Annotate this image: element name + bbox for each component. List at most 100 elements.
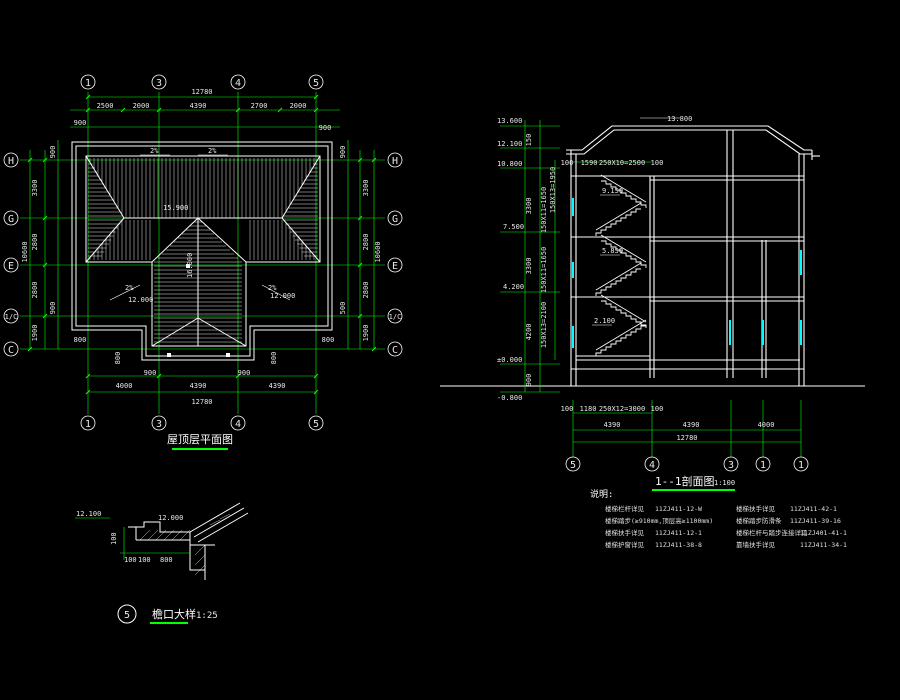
dim-text: 100 <box>110 532 118 545</box>
axis-label: 1 <box>85 78 91 89</box>
elevation-label: 13.600 <box>497 117 522 125</box>
elevation-label: 12.000 <box>128 296 153 304</box>
dim-text: 900 <box>319 124 332 132</box>
dim-text: 10600 <box>374 241 382 262</box>
axis-label: 1 <box>85 419 91 430</box>
dim-text: 800 <box>114 352 122 365</box>
dim-text: 800 <box>160 556 173 564</box>
elevation-label: 7.500 <box>503 223 524 231</box>
axis-label: H <box>8 156 14 167</box>
dim-text: 4000 <box>758 421 775 429</box>
plan-title: 屋顶层平面图 <box>167 433 233 446</box>
dim-text: 900 <box>339 146 347 159</box>
section-title: 1--1剖面图 <box>655 474 715 488</box>
elevation-label: 16.000 <box>186 253 194 278</box>
dim-text: 100 <box>124 556 137 564</box>
axis-label: E <box>392 261 398 272</box>
slope-label: 2% <box>125 284 134 292</box>
elevation-label: ±0.000 <box>497 356 522 364</box>
dim-text: 100 <box>651 159 664 167</box>
axis-label: G <box>392 214 398 225</box>
dim-text: 150X13=2100 <box>540 302 548 348</box>
note-code: 11ZJ401-41-1 <box>800 529 847 537</box>
slope-label: 2% <box>150 147 159 155</box>
axis-label: 1/C <box>389 313 402 321</box>
dim-text: 2000 <box>290 102 307 110</box>
note-code: 11ZJ411-12-1 <box>655 529 702 537</box>
elevation-label: 12.100 <box>497 140 522 148</box>
dim-text: 4000 <box>116 382 133 390</box>
dim-text: 1900 <box>31 325 39 342</box>
dim-text: 900 <box>525 374 533 387</box>
dim-text: 3300 <box>525 258 533 275</box>
dim-text: 1180 <box>580 405 597 413</box>
dim-text: 4390 <box>604 421 621 429</box>
note-text: 楼梯栏杆与踏步连接详见 <box>736 528 808 537</box>
note-text: 楼梯踏步(≥910mm,顶层高≥1100mm) <box>605 516 713 525</box>
dim-text: 4390 <box>190 102 207 110</box>
dim-text: 250X10=2500 <box>599 159 645 167</box>
elevation-label: 15.900 <box>163 204 188 212</box>
roof-hatch <box>88 158 318 343</box>
landing-label: 5.850 <box>602 247 623 255</box>
dim-text: 800 <box>270 352 278 365</box>
axis-label: 3 <box>156 78 162 89</box>
note-text: 靠墙扶手详见 <box>736 540 776 549</box>
detail-number: 5 <box>124 610 130 621</box>
note-code: 11ZJ411-38-8 <box>655 541 702 549</box>
dim-text: 12780 <box>191 398 212 406</box>
note-text: 楼梯踏步防滑条 <box>736 516 782 525</box>
dim-text: 250X12=3000 <box>599 405 645 413</box>
dim-text: 3300 <box>31 180 39 197</box>
dim-text: 10600 <box>21 241 29 262</box>
dim-text: 100 <box>138 556 151 564</box>
slope-label: 2% <box>208 147 217 155</box>
note-text: 楼梯栏杆详见 <box>605 504 645 513</box>
axis-label: 1 <box>798 460 804 471</box>
notes-heading: 说明: <box>590 488 613 500</box>
axis-label: 1 <box>760 460 766 471</box>
detail-title: 檐口大样 <box>152 607 196 621</box>
note-code: 11ZJ411-12-W <box>655 505 702 513</box>
dim-text: 900 <box>49 302 57 315</box>
elevation-label: 4.200 <box>503 283 524 291</box>
landing-label: 9.150 <box>602 187 623 195</box>
axis-label: 5 <box>313 419 319 430</box>
axis-label: G <box>8 214 14 225</box>
dim-text: 2800 <box>362 234 370 251</box>
dim-text: 150X13=1950 <box>549 167 557 213</box>
dim-text: 2700 <box>251 102 268 110</box>
slope-label: 2% <box>268 284 277 292</box>
axis-label: 5 <box>570 460 576 471</box>
dim-text: 2500 <box>97 102 114 110</box>
dim-text: 800 <box>74 336 87 344</box>
axis-label: 3 <box>728 460 734 471</box>
dim-text: 4390 <box>269 382 286 390</box>
roof-plan: 1 3 4 5 1 3 4 5 H G E 1/C C H G E 1/C C … <box>3 74 403 450</box>
section-scale: 1:100 <box>714 479 735 487</box>
dim-text: 1900 <box>362 325 370 342</box>
section-drawing: 13.600 12.100 10.800 7.500 4.200 ±0.000 … <box>440 115 865 549</box>
detail-scale: 1:25 <box>196 611 218 621</box>
dim-text: 1590 <box>581 159 598 167</box>
dim-text: 3300 <box>362 180 370 197</box>
dim-text: 150X11=1650 <box>540 187 548 233</box>
dim-text: 900 <box>238 369 251 377</box>
axis-label: C <box>392 345 398 356</box>
dim-text: 100 <box>651 405 664 413</box>
dim-text: 800 <box>322 336 335 344</box>
note-text: 楼梯扶手详见 <box>605 528 645 537</box>
axis-label: 4 <box>649 460 655 471</box>
note-text: 楼梯扶手详见 <box>736 504 776 513</box>
note-code: 11ZJ411-42-1 <box>790 505 837 513</box>
dim-text: 3300 <box>525 198 533 215</box>
dim-text: 150X11=1650 <box>540 247 548 293</box>
elevation-label: -0.800 <box>497 394 522 402</box>
axis-label: 4 <box>235 419 241 430</box>
dim-text: 12780 <box>676 434 697 442</box>
eave-detail: 12.100 12.000 100 100 800 100 5 檐口大样 1:2… <box>75 502 249 624</box>
dim-text: 4200 <box>525 324 533 341</box>
axis-label: C <box>8 345 14 356</box>
dim-text: 100 <box>561 159 574 167</box>
